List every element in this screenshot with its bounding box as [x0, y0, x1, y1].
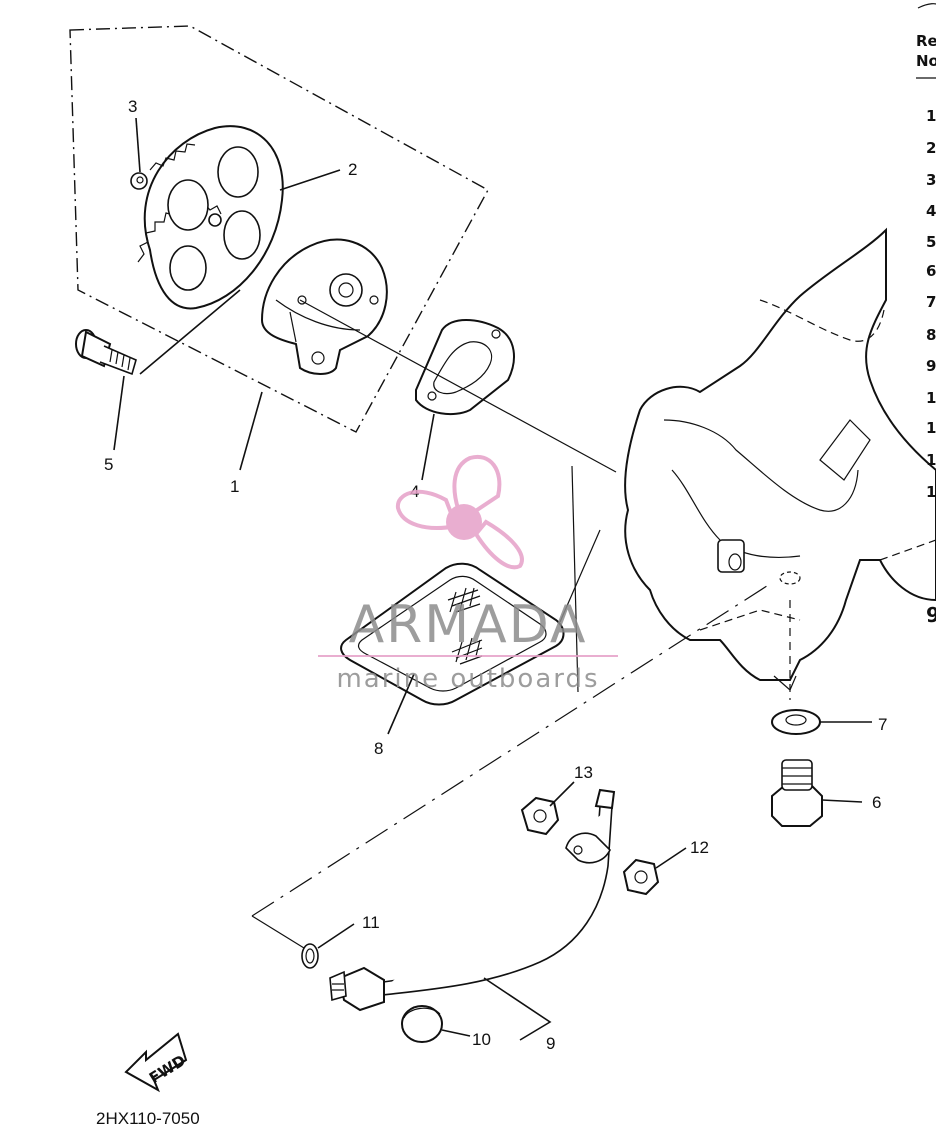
- leader-8: [387, 673, 415, 735]
- watermark-logo: ARMADA marine outboards: [318, 454, 618, 694]
- callout-1: 1: [230, 477, 239, 496]
- side-row-1: 1: [926, 107, 936, 125]
- callout-13: 13: [574, 763, 593, 782]
- side-row-7: 7: [926, 293, 936, 311]
- callout-10: 10: [472, 1030, 491, 1049]
- callout-9: 9: [546, 1034, 555, 1053]
- part-3-clip: [130, 172, 148, 190]
- callout-11: 11: [362, 913, 380, 932]
- side-row-2: 2: [926, 139, 936, 157]
- callout-2: 2: [348, 160, 357, 179]
- side-row-6: 6: [926, 262, 936, 280]
- callout-3: 3: [128, 97, 137, 116]
- drawing-code: 2HX110-7050: [96, 1109, 200, 1128]
- part-8-strainer: [340, 562, 565, 706]
- part-1-pump-body: [260, 238, 388, 375]
- part-6-drain-plug: [771, 759, 823, 827]
- side-row-5: 5: [926, 233, 936, 251]
- side-row-13: 13: [926, 483, 936, 501]
- side-header-line-2: No: [916, 52, 936, 70]
- part-11-oring: [301, 943, 319, 969]
- part-5-bolt: [75, 329, 137, 376]
- guide-line-oring: [251, 915, 305, 949]
- fwd-arrow: FWD: [124, 1032, 189, 1093]
- callout-8: 8: [374, 739, 383, 758]
- callout-5: 5: [104, 455, 113, 474]
- side-row-12: 12: [926, 451, 936, 469]
- guide-line-strainer-2: [559, 529, 601, 623]
- leader-6: [821, 799, 863, 803]
- side-row-9: 9: [926, 357, 936, 375]
- side-row-3: 3: [926, 171, 936, 189]
- side-header-line-1: Re: [916, 32, 936, 50]
- part-13-nut: [520, 796, 560, 836]
- leader-1: [239, 391, 263, 471]
- side-row-4: 4: [926, 202, 936, 220]
- leader-3: [135, 117, 141, 173]
- leader-9: [483, 977, 552, 1041]
- side-reference-table: Re No 1 2 3 4 5 6 7 8 9 10 11 12 13 9: [916, 3, 936, 627]
- side-row-10: 10: [926, 389, 936, 407]
- assembly-outline: [69, 25, 489, 433]
- part-12-nut: [622, 858, 660, 896]
- side-footer: 9: [926, 603, 936, 627]
- watermark-tagline: marine outboards: [336, 664, 599, 694]
- callout-12: 12: [690, 838, 709, 857]
- watermark-brand: ARMADA: [349, 595, 588, 655]
- side-row-8: 8: [926, 326, 936, 344]
- leader-2: [279, 169, 341, 191]
- leader-5: [113, 375, 125, 451]
- leader-11: [317, 923, 355, 949]
- leader-12: [655, 847, 687, 869]
- leader-4: [421, 413, 435, 481]
- part-9-pipe: [329, 788, 616, 1012]
- callout-6: 6: [872, 793, 881, 812]
- part-2-gear: [137, 125, 284, 310]
- leader-5b: [139, 289, 241, 375]
- callout-7: 7: [878, 715, 887, 734]
- side-row-11: 11: [926, 419, 936, 437]
- propeller-icon: [395, 454, 524, 570]
- guide-line-pipe: [251, 583, 771, 917]
- part-4-gasket: [415, 319, 515, 416]
- guide-line-pump: [299, 299, 617, 473]
- leader-13: [549, 781, 575, 807]
- part-10-cap: [401, 1005, 443, 1043]
- part-7-washer: [771, 709, 821, 735]
- crankcase: [624, 227, 936, 691]
- leader-10: [441, 1029, 471, 1037]
- guide-line-strainer: [571, 465, 579, 693]
